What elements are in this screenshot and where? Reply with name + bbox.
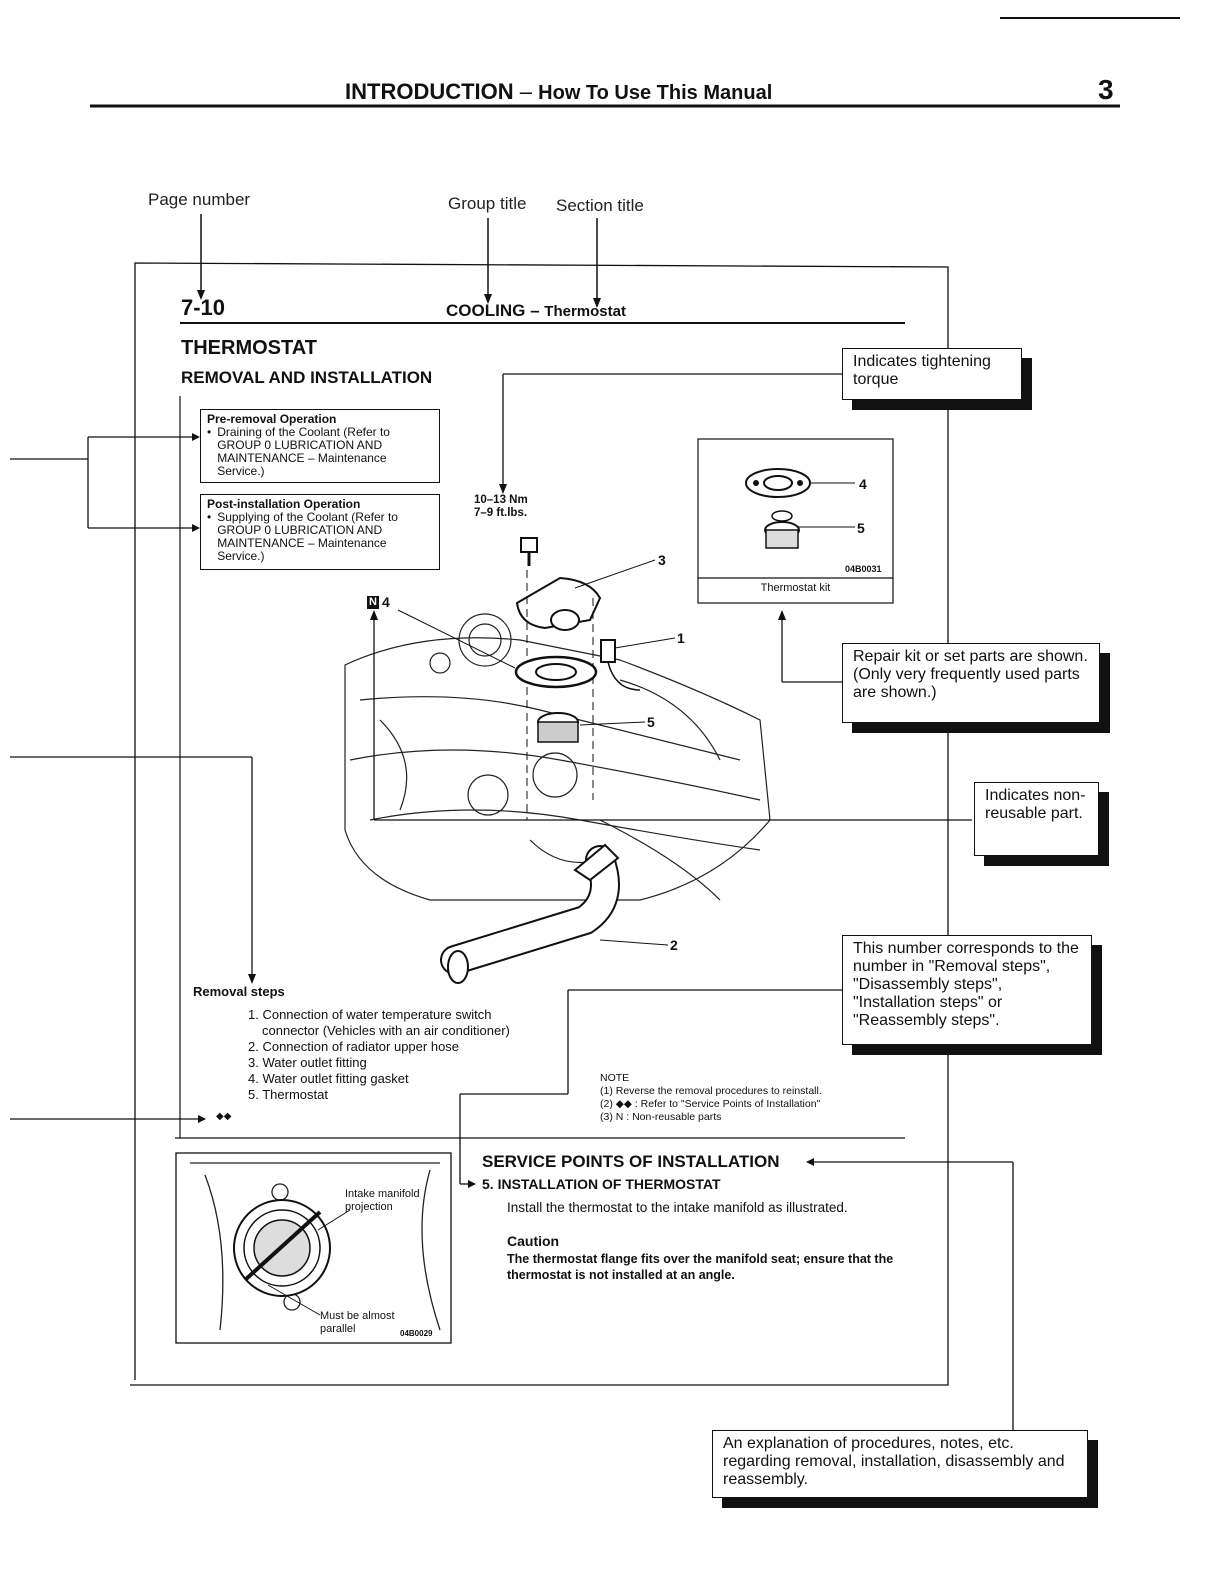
caution-title: Caution <box>507 1233 560 1249</box>
kit-caption: Thermostat kit <box>760 582 831 594</box>
removal-steps-list: 1. Connection of water temperature switc… <box>248 1007 538 1103</box>
pre-removal-title: Pre-removal Operation <box>207 412 337 426</box>
inset-code: 04B0029 <box>400 1329 433 1338</box>
sample-title-dash: – <box>530 301 540 320</box>
sample-subheading: REMOVAL AND INSTALLATION <box>181 368 433 387</box>
removal-step-2: 2. Connection of radiator upper hose <box>248 1039 460 1054</box>
callout-explanation: An explanation of procedures, notes, etc… <box>712 1430 1088 1498</box>
post-install-box: Post-installation Operation • Supplying … <box>200 494 440 570</box>
header-title-dash: – <box>519 79 533 104</box>
sample-heading: THERMOSTAT <box>181 337 317 359</box>
callout-tightening-torque: Indicates tightening torque <box>842 348 1022 400</box>
note-1: (1) Reverse the removal procedures to re… <box>600 1085 822 1097</box>
removal-steps-title: Removal steps <box>193 984 285 999</box>
post-install-text: Supplying of the Coolant (Refer to GROUP… <box>217 510 398 563</box>
pre-removal-text: Draining of the Coolant (Refer to GROUP … <box>217 425 390 478</box>
removal-step-1: 1. Connection of water temperature switc… <box>248 1007 510 1038</box>
header-title-sub: How To Use This Manual <box>538 82 773 104</box>
callout-repair-kit: Repair kit or set parts are shown. (Only… <box>842 643 1100 723</box>
label-page-number: Page number <box>148 190 251 209</box>
callout-non-reusable: Indicates non-reusable part. <box>974 782 1099 856</box>
sample-group-title: COOLING <box>446 301 526 320</box>
label-section-title: Section title <box>556 196 644 215</box>
note-title: NOTE <box>600 1072 630 1084</box>
part-number-5: 5 <box>647 714 655 730</box>
note-3: (3) N : Non-reusable parts <box>600 1111 722 1123</box>
sample-page-number: 7-10 <box>181 295 226 320</box>
kit-part-4: 4 <box>859 476 867 492</box>
caution-text: The thermostat flange fits over the mani… <box>507 1252 894 1282</box>
n-mark-part: 4 <box>381 594 390 610</box>
torque-spec: 10–13 Nm 7–9 ft.lbs. <box>474 494 528 520</box>
post-install-title: Post-installation Operation <box>207 497 361 511</box>
service-item: 5. INSTALLATION OF THERMOSTAT <box>482 1176 721 1192</box>
note-block: NOTE (1) Reverse the removal procedures … <box>600 1072 920 1124</box>
inset-label-projection: Intake manifold projection <box>345 1188 420 1213</box>
header-page-number: 3 <box>1098 74 1114 105</box>
part-number-1: 1 <box>677 630 685 646</box>
removal-step-3: 3. Water outlet fitting <box>248 1055 367 1070</box>
pre-removal-box: Pre-removal Operation • Draining of the … <box>200 409 440 483</box>
kit-part-5: 5 <box>857 520 865 536</box>
torque-nm: 10–13 Nm <box>474 494 528 506</box>
pre-removal-item: • Draining of the Coolant (Refer to GROU… <box>207 426 433 478</box>
post-install-bullet: • <box>207 510 212 524</box>
sample-page-title: COOLING – Thermostat <box>446 301 626 321</box>
torque-ftlbs: 7–9 ft.lbs. <box>474 507 528 519</box>
inset-label-parallel: Must be almost parallel <box>320 1310 395 1335</box>
callout-step-number: This number corresponds to the number in… <box>842 935 1092 1045</box>
pre-removal-bullet: • <box>207 425 212 439</box>
service-text: Install the thermostat to the intake man… <box>507 1200 848 1215</box>
header-title: INTRODUCTION – How To Use This Manual <box>345 79 772 105</box>
service-points-title: SERVICE POINTS OF INSTALLATION <box>482 1152 780 1171</box>
kit-code: 04B0031 <box>845 564 882 574</box>
post-install-item: • Supplying of the Coolant (Refer to GRO… <box>207 511 433 563</box>
step5-service-marker: ◆◆ <box>216 1111 232 1122</box>
part-number-3: 3 <box>658 552 666 568</box>
part-number-2: 2 <box>670 937 678 953</box>
removal-step-4: 4. Water outlet fitting gasket <box>248 1071 409 1086</box>
removal-step-5: 5. Thermostat <box>248 1087 328 1102</box>
n-mark-icon: N <box>367 595 379 609</box>
label-group-title: Group title <box>448 194 527 213</box>
header-title-main: INTRODUCTION <box>345 79 514 104</box>
non-reusable-mark: N 4 <box>367 594 390 610</box>
note-2: (2) ◆◆ : Refer to "Service Points of Ins… <box>600 1098 821 1110</box>
sample-section-title: Thermostat <box>544 303 626 320</box>
